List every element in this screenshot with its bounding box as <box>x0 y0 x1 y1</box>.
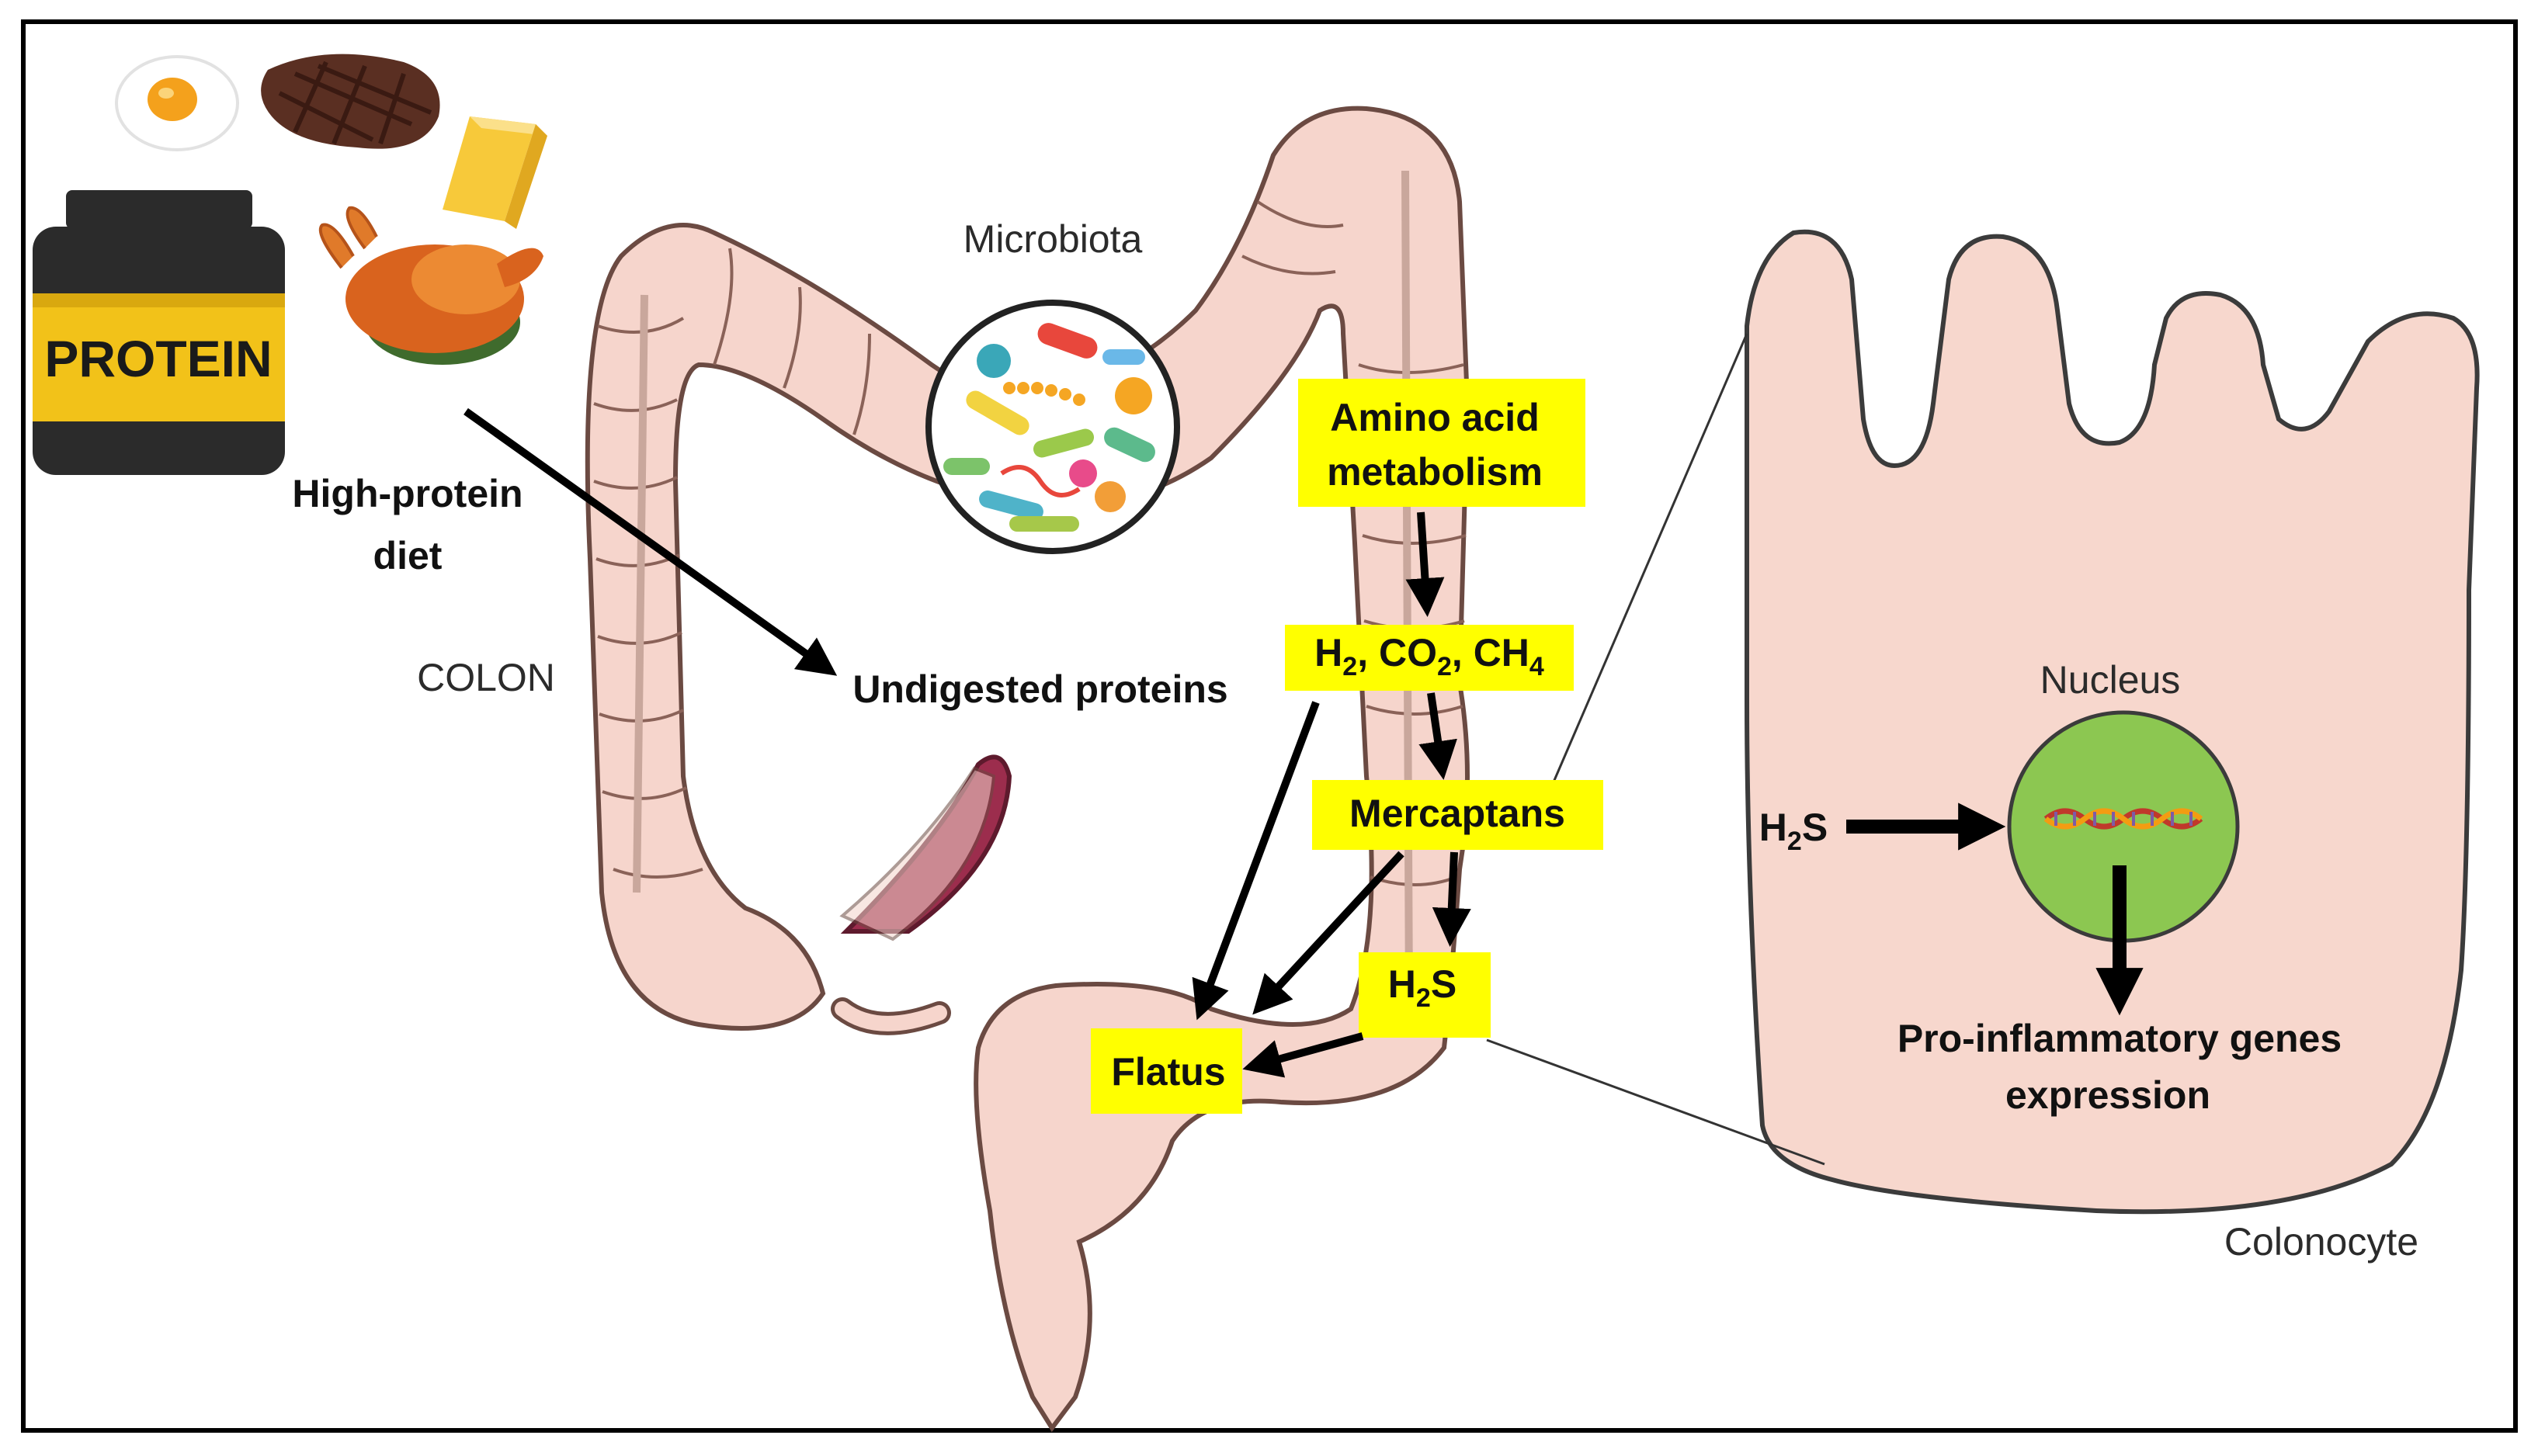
arrow-gases-to-mercaptans <box>1418 692 1457 780</box>
colon-label: COLON <box>417 656 555 699</box>
egg-icon <box>115 55 239 151</box>
arrow-gases-to-flatus <box>1192 701 1320 1021</box>
nucleus-label: Nucleus <box>2040 658 2181 702</box>
protein-jar-icon: PROTEIN <box>33 190 285 475</box>
pathway-arrows <box>464 407 1471 1078</box>
dna-strand-icon <box>2043 808 2203 830</box>
protein-jar-label: PROTEIN <box>44 330 272 387</box>
arrow-mercaptans-to-h2s <box>1432 851 1471 947</box>
cheese-icon <box>443 116 547 229</box>
amino-acid-box <box>1298 379 1585 507</box>
h2s-label: H2S <box>1388 962 1456 1013</box>
colonocyte-label: Colonocyte <box>2224 1220 2418 1264</box>
pro-inflammatory-label-line1: Pro-inflammatory genes <box>1897 1017 2342 1060</box>
h2s-box <box>1359 952 1491 1038</box>
steak-icon <box>261 54 440 149</box>
microbiota-circle <box>925 300 1180 554</box>
high-protein-diet-label-line1: High-protein <box>292 472 523 515</box>
mercaptans-label: Mercaptans <box>1349 792 1565 835</box>
flatus-box <box>1091 1028 1242 1114</box>
arrow-diet-to-proteins <box>464 407 838 676</box>
colon-illustration <box>585 106 1470 1433</box>
mercaptans-box <box>1312 780 1603 850</box>
microbiota-label: Microbiota <box>963 217 1143 261</box>
amino-acid-label-line1: Amino acid <box>1330 396 1539 439</box>
roast-chicken-icon <box>318 206 543 365</box>
amino-acid-label-line2: metabolism <box>1327 450 1543 494</box>
arrow-h2s-to-flatus <box>1242 1032 1364 1078</box>
pro-inflammatory-label-line2: expression <box>2005 1073 2210 1117</box>
arrow-mercaptans-to-flatus <box>1252 851 1404 1015</box>
undigested-proteins-label: Undigested proteins <box>852 667 1227 711</box>
h2s-cell-label: H2S <box>1759 806 1828 856</box>
arrow-amino-to-gases <box>1405 511 1445 617</box>
gases-label: H2, CO2, CH4 <box>1314 631 1544 681</box>
high-protein-diet-label-line2: diet <box>373 534 443 577</box>
gases-box <box>1285 625 1574 691</box>
flatus-label: Flatus <box>1111 1050 1225 1094</box>
bacteria-cluster-icon <box>943 323 1155 532</box>
